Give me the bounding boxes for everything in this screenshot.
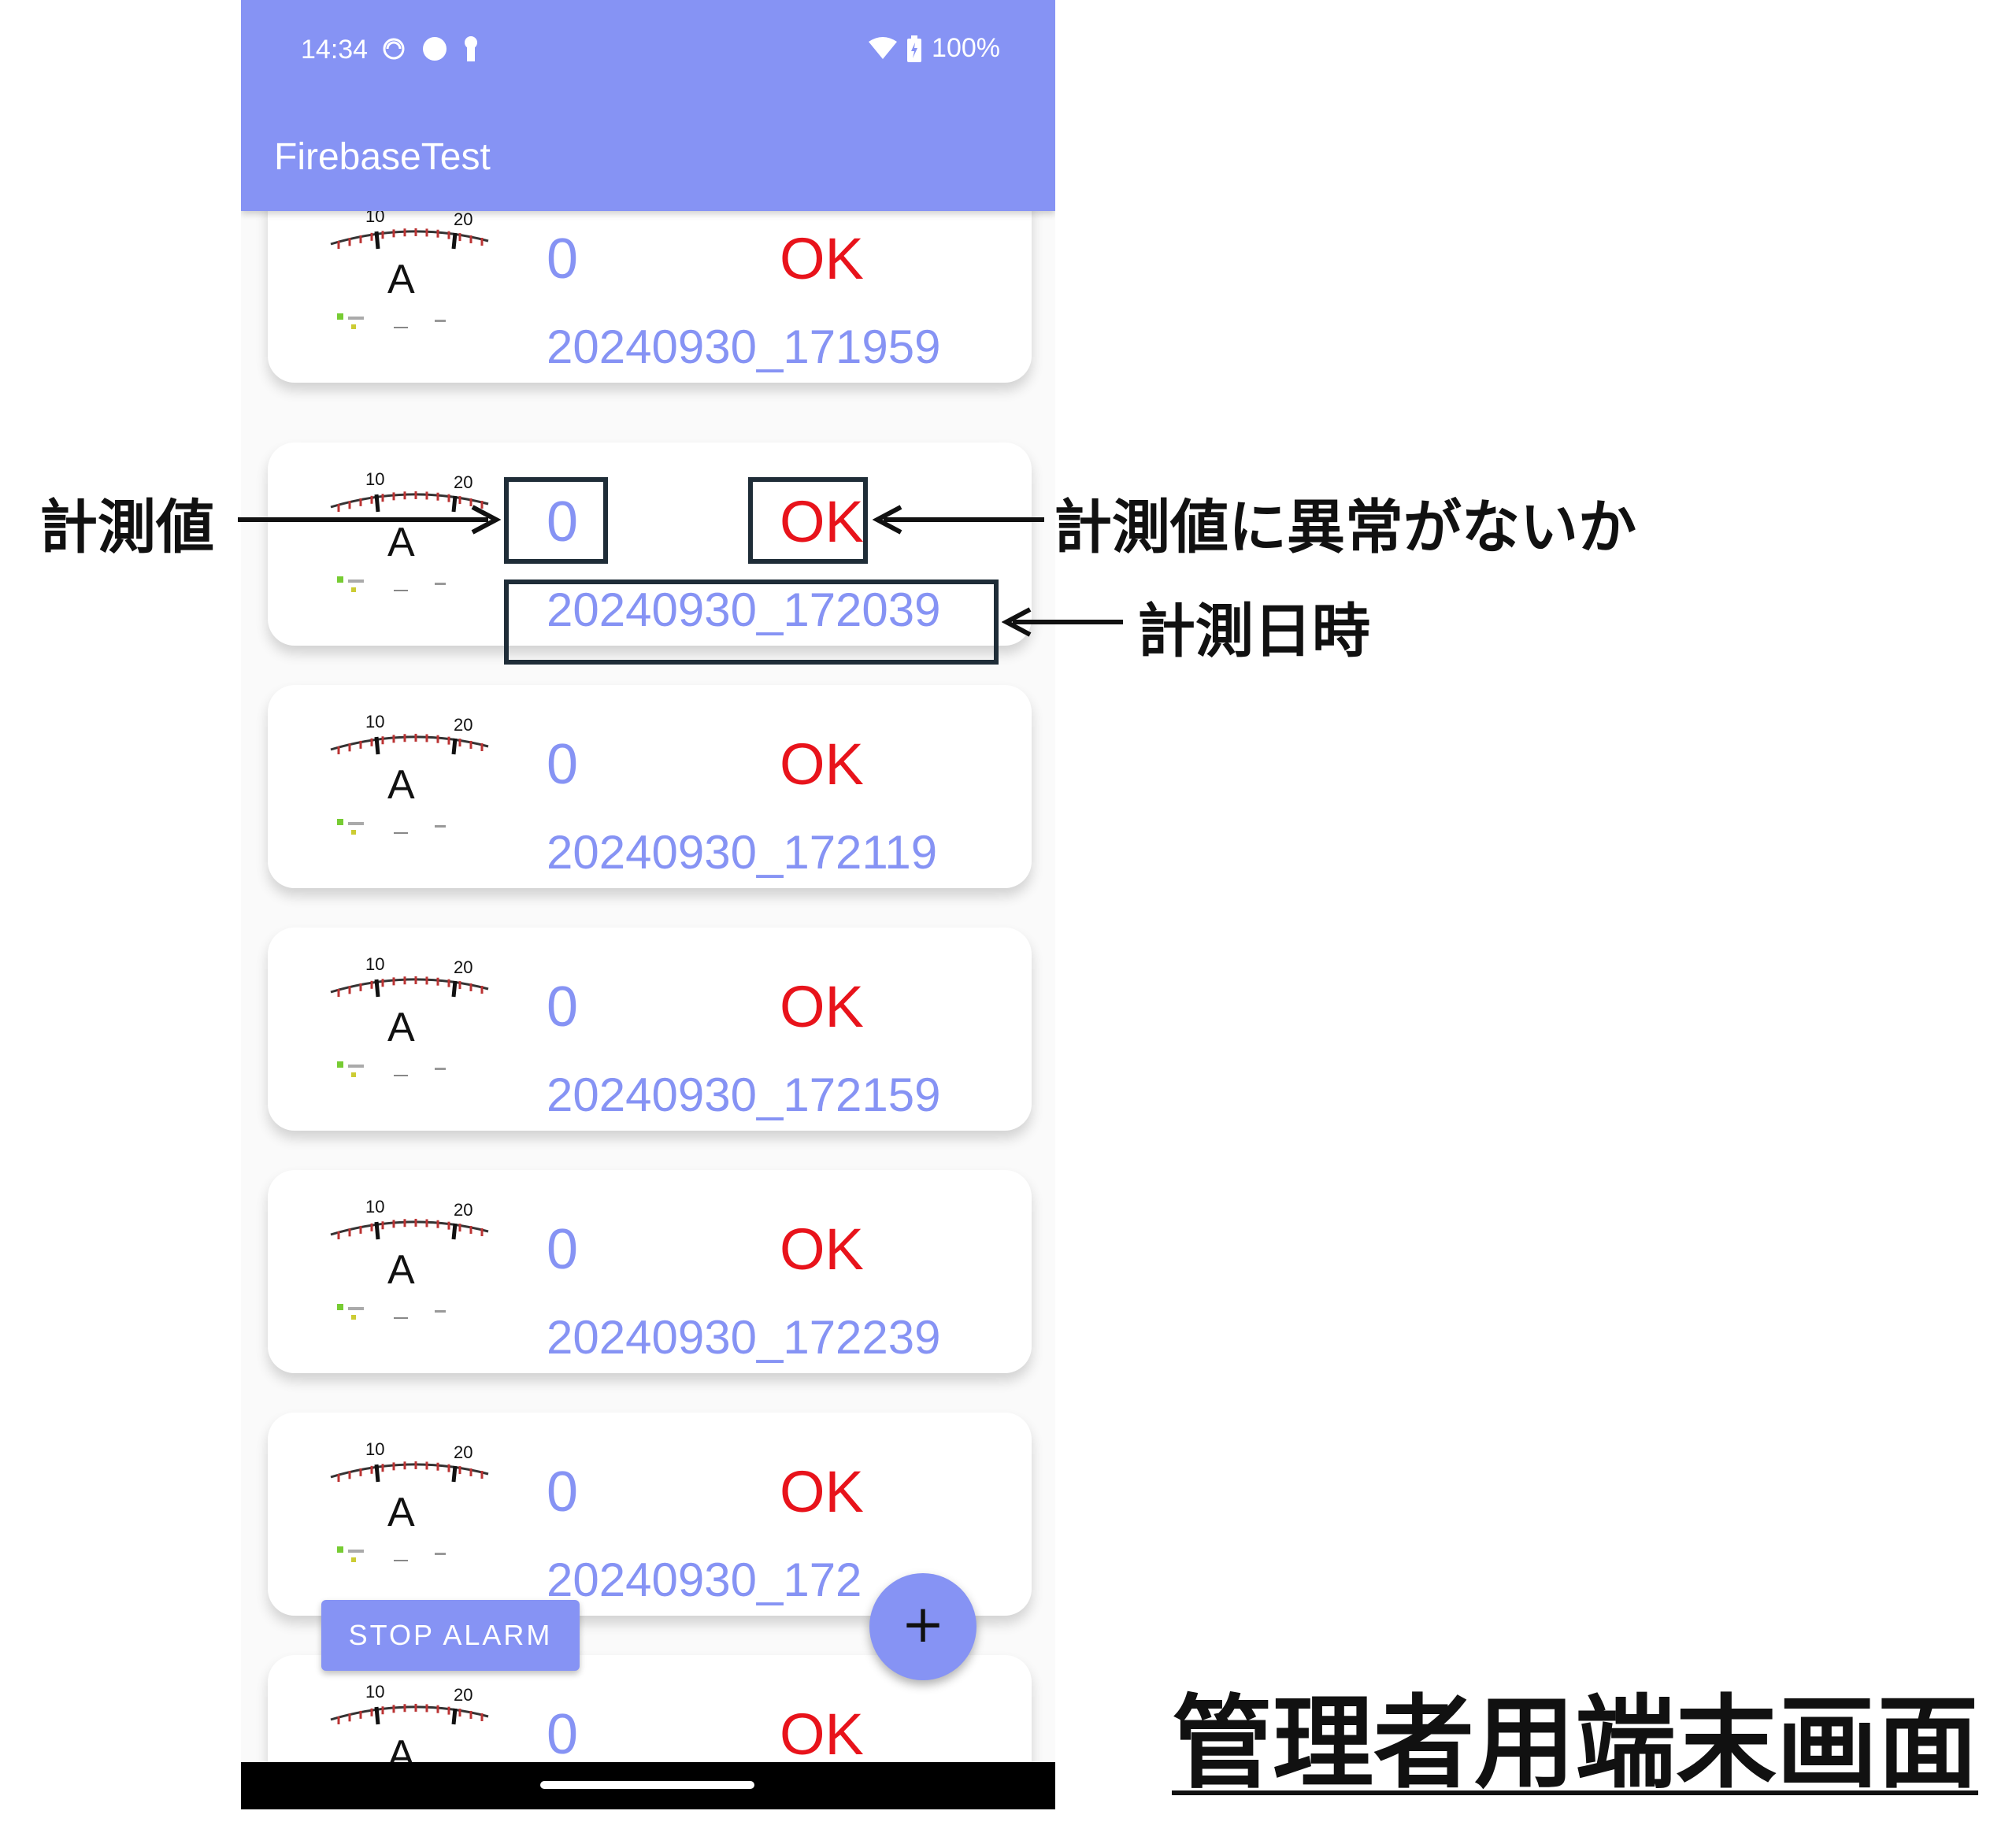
status-notification-icons	[381, 35, 479, 63]
meter-scale-low: 10	[365, 1682, 384, 1702]
meter-scale-high: 20	[454, 211, 472, 229]
timestamp-arrow	[1002, 607, 1123, 637]
meter-scale-high: 20	[454, 1200, 472, 1220]
dot-icon	[423, 37, 447, 61]
measured-value: 0	[547, 1461, 579, 1524]
measured-value: 0	[547, 491, 579, 554]
meter-ticks	[337, 1218, 484, 1239]
system-nav-bar	[241, 1762, 1055, 1809]
meter-unit: A	[387, 257, 415, 302]
meter-scale-low: 10	[365, 211, 384, 226]
meter-unit: A	[387, 1732, 415, 1762]
value-highlight-box	[504, 477, 608, 564]
measured-value: 0	[547, 228, 579, 291]
add-button[interactable]: +	[869, 1573, 976, 1680]
status-text: OK	[780, 226, 864, 291]
meter-ticks	[337, 228, 484, 249]
status-text: OK	[780, 1702, 864, 1762]
meter-scale-low: 10	[365, 1439, 384, 1459]
status-time: 14:34	[301, 35, 369, 65]
meter-ticks	[337, 491, 484, 512]
stop-alarm-button[interactable]: STOP ALARM	[321, 1600, 580, 1671]
measured-datetime-label: 計測日時	[1137, 598, 1370, 665]
ammeter-thumbnail: 10 20A	[330, 1682, 489, 1762]
value-arrow	[238, 505, 502, 535]
meter-unit: A	[387, 1005, 415, 1050]
status-text: OK	[780, 731, 864, 797]
meter-unit: A	[387, 1247, 415, 1293]
ammeter-thumbnail: 10 20A	[330, 469, 489, 592]
status-system-icons: 100%	[869, 33, 1000, 64]
meter-scale-high: 20	[454, 472, 472, 492]
meter-scale-low: 10	[365, 954, 384, 974]
gesture-handle[interactable]	[540, 1781, 754, 1789]
timestamp-text: 20240930_172039	[547, 583, 941, 636]
meter-ticks	[337, 976, 484, 997]
meter-scale-low: 10	[365, 1197, 384, 1216]
status-text: OK	[780, 974, 864, 1039]
sync-icon	[383, 38, 405, 60]
timestamp-highlight-box	[504, 580, 999, 665]
ammeter-thumbnail: 10 20A	[330, 1439, 489, 1562]
status-highlight-box	[748, 477, 868, 564]
app-bar: 14:34 100% FirebaseTest	[241, 0, 1055, 211]
meter-unit: A	[387, 1490, 415, 1535]
meter-scale-high: 20	[454, 1685, 472, 1705]
meter-scale-high: 20	[454, 957, 472, 977]
battery-icon	[907, 35, 922, 62]
meter-unit: A	[387, 762, 415, 808]
battery-level: 100%	[932, 33, 1000, 63]
meter-ticks	[337, 1461, 484, 1482]
measured-value: 0	[547, 976, 579, 1039]
status-text: OK	[780, 1216, 864, 1282]
measured-value: 0	[547, 733, 579, 796]
ammeter-thumbnail: 10 20A	[330, 211, 489, 329]
timestamp-text: 20240930_171959	[547, 320, 941, 373]
meter-ticks	[337, 733, 484, 754]
app-title: FirebaseTest	[274, 136, 491, 178]
timestamp-text: 20240930_172239	[547, 1311, 941, 1364]
meter-ticks	[337, 1703, 484, 1724]
caption-title: 管理者用端末画面	[1172, 1685, 1979, 1802]
timestamp-text: 20240930_172119	[547, 826, 938, 879]
ammeter-thumbnail: 10 20A	[330, 954, 489, 1077]
abnormal-check-label: 計測値に異常がないか	[1054, 494, 1636, 561]
meter-unit: A	[387, 520, 415, 565]
measured-value: 0	[547, 1703, 579, 1762]
keyhole-icon	[465, 36, 477, 61]
status-text: OK	[780, 1459, 864, 1524]
meter-scale-low: 10	[365, 469, 384, 489]
meter-scale-high: 20	[454, 1442, 472, 1462]
measured-value: 0	[547, 1218, 579, 1281]
ammeter-thumbnail: 10 20A	[330, 712, 489, 835]
meter-scale-high: 20	[454, 715, 472, 735]
wifi-icon	[869, 36, 898, 59]
status-arrow	[873, 505, 1044, 535]
measured-value-label: 計測値	[39, 494, 214, 561]
status-text: OK	[780, 489, 864, 554]
timestamp-text: 20240930_172	[547, 1553, 862, 1606]
ammeter-thumbnail: 10 20A	[330, 1197, 489, 1320]
meter-scale-low: 10	[365, 712, 384, 731]
timestamp-text: 20240930_172159	[547, 1068, 941, 1121]
